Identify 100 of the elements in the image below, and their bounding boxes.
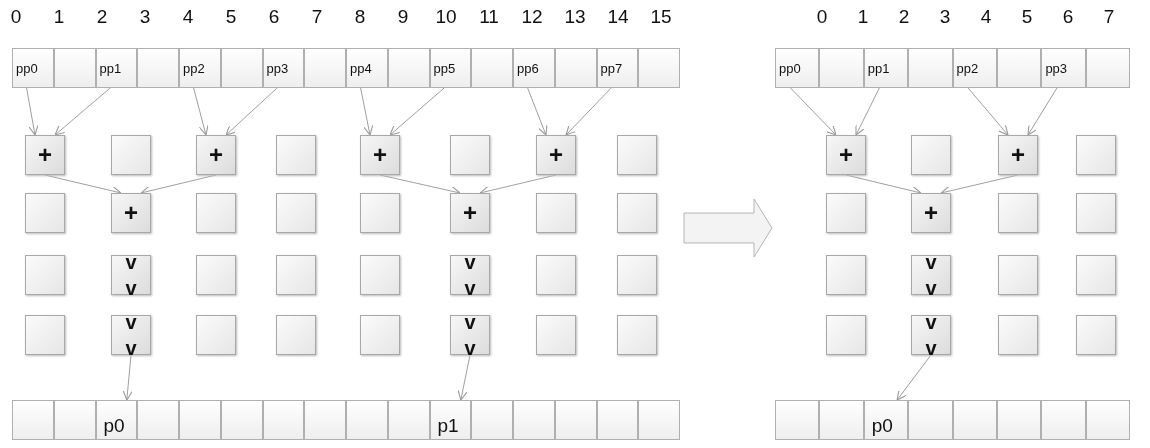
column-number: 13: [564, 6, 586, 28]
column-number: 7: [311, 6, 323, 28]
grid-cell: [111, 255, 151, 295]
column-number: 2: [96, 6, 108, 28]
column-number: 4: [182, 6, 194, 28]
array-cell: [429, 48, 472, 88]
grid-cell: [276, 255, 316, 295]
grid-cell: [25, 135, 65, 175]
column-number: 4: [980, 6, 992, 28]
array-cell: [471, 400, 513, 440]
column-number: 14: [607, 6, 629, 28]
array-cell: [471, 48, 513, 88]
cell-label: pp3: [1045, 60, 1068, 76]
array-cell: [775, 48, 820, 88]
array-cell: [819, 400, 864, 440]
arrow: [122, 354, 133, 401]
cell-label: pp5: [433, 60, 456, 76]
array-cell: [863, 48, 909, 88]
operator-label: +: [549, 141, 563, 169]
cell-label: pp2: [956, 60, 979, 76]
array-cell: [596, 400, 639, 440]
grid-cell: [998, 315, 1038, 355]
grid-cell: [911, 135, 951, 175]
column-number: 0: [816, 6, 828, 28]
array-cell: [220, 48, 263, 88]
array-cell: [220, 400, 263, 440]
grid-cell: [196, 315, 236, 355]
array-cell: [952, 400, 997, 440]
array-cell: [863, 400, 909, 440]
cell-label: pp1: [867, 60, 890, 76]
array-cell: [346, 400, 388, 440]
grid-cell: [360, 135, 400, 175]
array-cell: [513, 400, 555, 440]
array-cell: [53, 48, 96, 88]
grid-cell: [911, 193, 951, 233]
cell-label: p1: [437, 415, 459, 437]
grid-cell: [450, 135, 490, 175]
array-cell: [554, 48, 597, 88]
array-cell: [596, 48, 639, 88]
cell-label: p0: [103, 415, 125, 437]
operator-label: v v: [121, 311, 141, 353]
array-cell: [95, 400, 138, 440]
grid-cell: [826, 135, 866, 175]
grid-cell: [25, 315, 65, 355]
array-cell: [429, 400, 472, 440]
array-cell: [387, 48, 430, 88]
array-cell: [554, 400, 597, 440]
arrow: [26, 87, 39, 136]
column-number: 1: [857, 6, 869, 28]
column-number: 12: [521, 6, 543, 28]
array-cell: [1041, 48, 1086, 88]
column-number: 3: [939, 6, 951, 28]
array-cell: [304, 48, 346, 88]
grid-cell: [1076, 315, 1116, 355]
operator-label: +: [924, 199, 938, 227]
column-number: 10: [435, 6, 457, 28]
grid-cell: [111, 193, 151, 233]
cell-label: pp1: [99, 60, 122, 76]
grid-cell: [196, 135, 236, 175]
grid-cell: [617, 315, 657, 355]
grid-cell: [360, 255, 400, 295]
array-cell: [12, 48, 54, 88]
arrow: [967, 87, 1009, 136]
arrow: [527, 87, 548, 136]
array-cell: [775, 400, 820, 440]
grid-cell: [1076, 135, 1116, 175]
operator-label: v v: [121, 251, 141, 293]
grid-cell: [911, 315, 951, 355]
grid-cell: [196, 193, 236, 233]
array-cell: [179, 400, 221, 440]
operator-label: +: [209, 141, 223, 169]
grid-cell: [536, 193, 576, 233]
cell-label: p0: [871, 415, 893, 437]
array-cell: [1041, 400, 1086, 440]
array-cell: [179, 48, 221, 88]
array-cell: [1085, 400, 1131, 440]
grid-cell: [998, 135, 1038, 175]
array-cell: [997, 48, 1042, 88]
grid-cell: [276, 315, 316, 355]
grid-cell: [536, 135, 576, 175]
array-cell: [952, 48, 997, 88]
grid-cell: [111, 135, 151, 175]
array-cell: [908, 48, 953, 88]
column-number: 5: [1021, 6, 1033, 28]
column-number: 8: [354, 6, 366, 28]
cell-label: pp0: [16, 60, 38, 76]
array-cell: [304, 400, 346, 440]
column-number: 6: [1062, 6, 1074, 28]
array-cell: [1085, 48, 1131, 88]
array-cell: [95, 48, 138, 88]
arrow: [1027, 87, 1058, 136]
operator-label: +: [1011, 141, 1025, 169]
operator-label: v v: [460, 251, 480, 293]
array-cell: [12, 400, 54, 440]
column-number: 15: [650, 6, 672, 28]
arrow: [457, 354, 471, 401]
column-number: 6: [268, 6, 280, 28]
operator-label: +: [463, 199, 477, 227]
cell-label: pp0: [779, 60, 801, 76]
cell-label: pp6: [517, 60, 539, 76]
